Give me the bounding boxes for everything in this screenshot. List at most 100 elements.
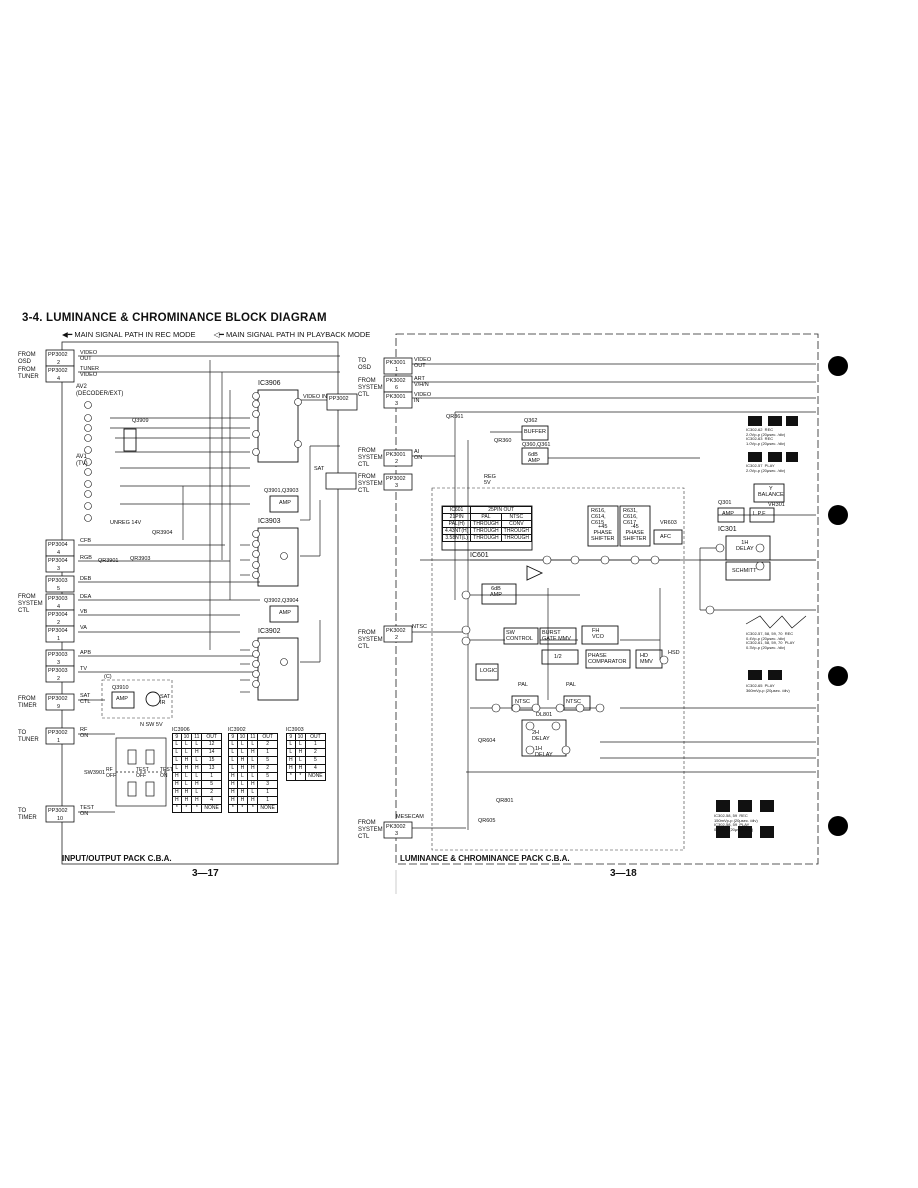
truth-table-cell: 3 [257, 780, 278, 789]
q360-label: Q360,Q361 [522, 442, 551, 448]
av1-label: AV1 (TV) [76, 454, 88, 467]
page-title: 3-4. LUMINANCE & CHROMINANCE BLOCK DIAGR… [22, 312, 327, 324]
truth-table-header: OUT [201, 733, 222, 741]
conn-pin: 5 [57, 586, 61, 592]
conn-signal: VIDEO OUT [80, 350, 98, 362]
phase45b-label: -45 PHASE SHIFTER [623, 524, 647, 542]
right-connectors [383, 357, 413, 839]
page-number-left: 3—17 [192, 868, 219, 879]
conn-name: PP3003 [48, 668, 68, 674]
afc-label: AFC [660, 534, 671, 540]
ic3903-label: IC3903 [258, 518, 281, 525]
truth-table-cell: H [247, 764, 259, 773]
conn-signal: MESECAM [396, 814, 424, 820]
amp-q3910: AMP [116, 696, 128, 702]
truth-table-cell: 1 [257, 796, 278, 805]
delay2h-label: 2H DELAY [532, 730, 550, 742]
conn-pin: 3 [395, 401, 399, 407]
conn-pin: 3 [57, 660, 61, 666]
conn-signal: RF ON [80, 727, 89, 739]
truth-table-cell: 5 [201, 780, 222, 789]
truth-table-cell: L [180, 748, 193, 757]
punch-hole [828, 505, 848, 525]
truth-table-cell: * [236, 804, 249, 813]
truth-table-cell: * [172, 804, 182, 813]
truth-table-cell: L [236, 780, 249, 789]
truth-table-cell: L [247, 756, 259, 765]
conn-name: PK3001 [386, 452, 406, 458]
truth-table-cell: 5 [257, 756, 278, 765]
conn-pin: 1 [57, 636, 61, 642]
ic601-table-cell: CONV [500, 520, 533, 528]
ic301-label: IC301 [718, 526, 737, 533]
lpf-label: L.P.F [753, 511, 766, 517]
q3910-label: Q3910 [112, 685, 129, 691]
truth-table-header: 10 [180, 733, 193, 741]
q301-label: Q301 [718, 500, 732, 506]
conn-signal: CFB [80, 538, 91, 544]
conn-name: PP3002 [48, 696, 68, 702]
qr360-label: QR360 [494, 438, 512, 444]
from-tuner-label: FROM TUNER [18, 367, 39, 380]
ic601-table-cell: THROUGH [500, 534, 533, 542]
ic601-table-header: 25PIN OUT [470, 506, 532, 514]
truth-table-cell: H [228, 788, 238, 797]
conn-pin: 3 [57, 566, 61, 572]
hd-mmv-label: HD MMV [640, 653, 653, 665]
left-wires [78, 355, 340, 813]
ntsc-label-1: NTSC [515, 699, 530, 705]
truth-table-cell: L [180, 780, 193, 789]
truth-table-cell: 15 [201, 756, 222, 765]
truth-table-cell: H [180, 764, 193, 773]
truth-table-cell: * [191, 804, 203, 813]
truth-table-header: 9 [286, 733, 296, 741]
qr801-label: QR801 [496, 798, 514, 804]
truth-table-cell: L [286, 740, 296, 749]
truth-table-header: OUT [257, 733, 278, 741]
truth-table-cell: 2 [257, 764, 278, 773]
amp-q3901: AMP [279, 500, 291, 506]
ic601-table-cell: 4.43NT(H) [441, 527, 472, 535]
caption-right: LUMINANCE & CHROMINANCE PACK C.B.A. [400, 854, 570, 863]
truth-table-cell: 2 [201, 788, 222, 797]
punch-hole [828, 816, 848, 836]
truth-table-cell: L [294, 740, 307, 749]
conn-signal: TUNER VIDEO [80, 366, 99, 378]
conn-name: PK3002 [386, 628, 406, 634]
truth-table-cell: H [180, 788, 193, 797]
pal-label-1: PAL [518, 682, 528, 688]
amp6db-label: 6dB AMP [490, 586, 502, 598]
from-system-r2: FROM SYSTEM CTL [358, 448, 383, 468]
conn-pin: 10 [57, 816, 64, 822]
truth-table-cell: L [286, 748, 296, 757]
truth-table-cell: 14 [201, 748, 222, 757]
conn-name: PP3003 [48, 578, 68, 584]
unreg14-label: UNREG 14V [110, 520, 142, 526]
delay1h-ic: 1H DELAY [736, 540, 754, 552]
truth-table-header: OUT [305, 733, 326, 741]
from-system-r4: FROM SYSTEM CTL [358, 630, 383, 650]
truth-table-header: 11 [247, 733, 259, 741]
conn-pin: 2 [57, 620, 61, 626]
truth-table-cell: H [286, 756, 296, 765]
lc-board-outline [395, 333, 819, 865]
sw3901-label: SW3901 [84, 770, 106, 776]
truth-table-cell: 12 [201, 740, 222, 749]
truth-table-header: 9 [172, 733, 182, 741]
signal-legend: ◀━ MAIN SIGNAL PATH IN REC MODE ◁━ MAIN … [62, 330, 386, 339]
delay1h-label: 1H DELAY [535, 746, 553, 758]
amp-q301: AMP [722, 511, 734, 517]
